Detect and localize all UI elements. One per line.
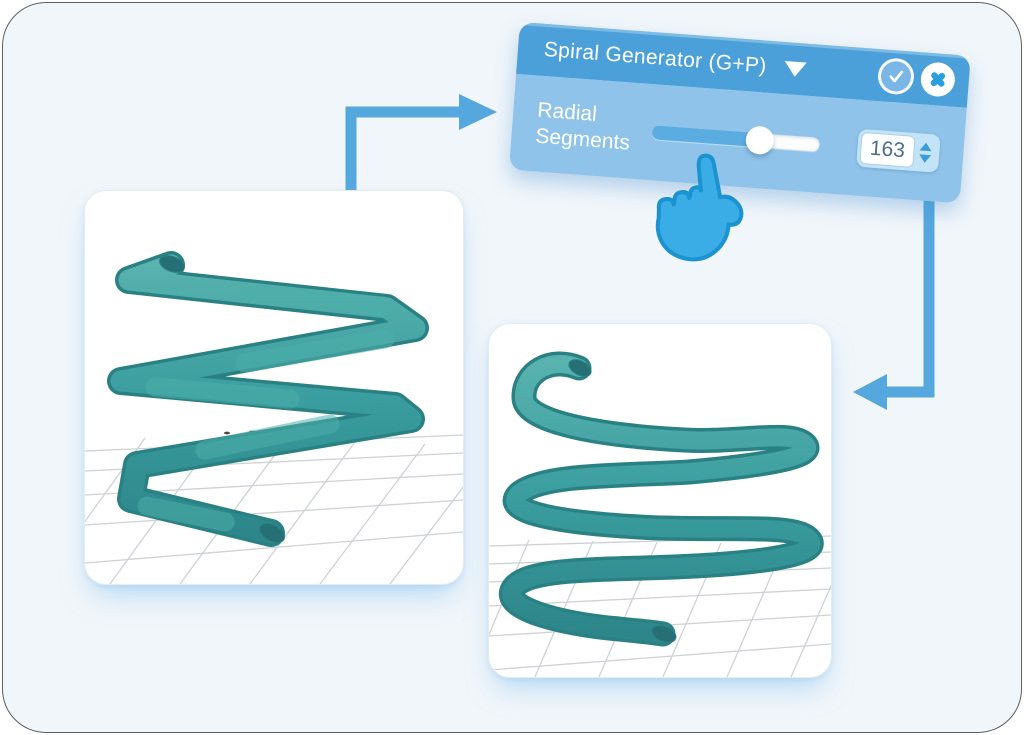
- viewport-after-high-segments: [488, 323, 832, 678]
- arrow-up-right: [345, 94, 497, 194]
- number-spinner: [913, 136, 937, 170]
- viewport-before-low-segments: [84, 190, 464, 585]
- spiral-generator-panel: Spiral Generator (G+P) Radial Segments: [508, 22, 971, 204]
- slider-thumb[interactable]: [744, 125, 775, 156]
- check-icon: [889, 70, 904, 83]
- confirm-button[interactable]: [879, 60, 913, 93]
- hand-pointer-cursor: [655, 153, 744, 262]
- spinner-up-icon[interactable]: [919, 142, 933, 152]
- close-button[interactable]: [919, 61, 957, 98]
- tube-cut-ends: [568, 359, 677, 643]
- spiral-tube-angular: [107, 251, 429, 547]
- spiral-tube-smooth: [498, 351, 824, 647]
- slider-fill: [651, 125, 760, 148]
- cross-icon: [930, 72, 946, 87]
- panel-title: Spiral Generator (G+P): [543, 37, 768, 78]
- radial-segments-value-field[interactable]: 163: [859, 131, 916, 168]
- spinner-down-icon[interactable]: [918, 154, 932, 164]
- radial-segments-number-control: 163: [856, 128, 941, 173]
- radial-segments-label: Radial Segments: [534, 98, 631, 155]
- triangle-down-icon[interactable]: [783, 60, 807, 78]
- arrow-down-left: [853, 200, 935, 410]
- panel-header: Spiral Generator (G+P): [516, 22, 971, 108]
- tube-cut-ends: [159, 255, 285, 543]
